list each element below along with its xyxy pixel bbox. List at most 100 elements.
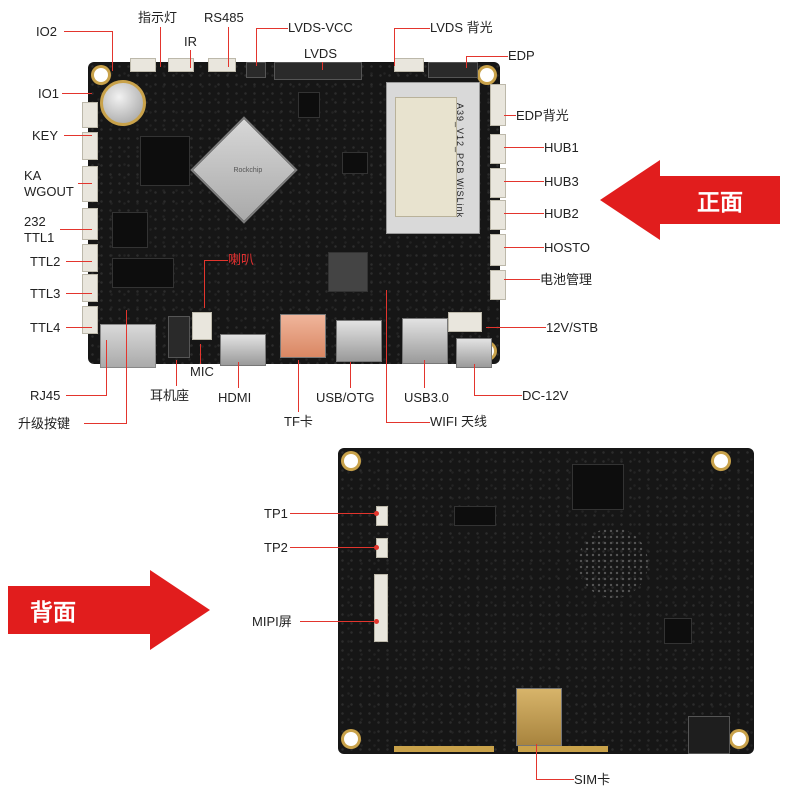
stb-connector: [448, 312, 482, 332]
leader-line: [474, 395, 522, 396]
leader-line: [190, 50, 191, 68]
leader-line: [290, 547, 376, 548]
edge-contacts: [518, 746, 608, 752]
leader-line: [78, 183, 92, 184]
bga-area: [578, 528, 648, 598]
label-lvds-backlight: LVDS 背光: [430, 20, 493, 35]
leader-dot: [374, 511, 379, 516]
leader-line: [322, 62, 323, 70]
key-connector: [82, 132, 98, 160]
ic-chip: [112, 212, 148, 248]
label-rj45: RJ45: [30, 388, 61, 403]
ic-chip: [328, 252, 368, 292]
leader-line: [66, 293, 92, 294]
label-mipi: MIPI屏: [252, 614, 292, 629]
leader-line: [466, 56, 508, 57]
edge-contacts: [394, 746, 494, 752]
leader-line: [256, 28, 257, 66]
usb3-port: [402, 318, 448, 364]
front-arrow-head: [600, 160, 660, 240]
wifi-brand-text: WiSLink: [455, 178, 465, 219]
leader-line: [256, 28, 288, 29]
leader-line: [466, 56, 467, 68]
back-banner-text: 背面: [30, 599, 76, 625]
ka-wgout-connector: [82, 166, 98, 202]
leader-line: [112, 31, 113, 71]
leader-line: [238, 362, 239, 388]
label-edp: EDP: [508, 48, 535, 63]
label-wgout: WGOUT: [24, 184, 74, 199]
label-key: KEY: [32, 128, 59, 143]
label-ir: IR: [184, 34, 197, 49]
leader-line: [298, 360, 299, 412]
leader-dot: [374, 619, 379, 624]
ic-chip: [454, 506, 496, 526]
leader-line: [66, 261, 92, 262]
leader-line: [66, 395, 106, 396]
leader-line: [424, 360, 425, 388]
wifi-module-shield: [395, 97, 457, 217]
leader-line: [474, 364, 475, 396]
port-block: [688, 716, 730, 754]
leader-line: [504, 115, 516, 116]
ttl3-connector: [82, 274, 98, 302]
edp-backlight-connector: [490, 84, 506, 126]
back-banner: 背面: [8, 586, 150, 634]
ir-connector: [168, 58, 194, 72]
mipi-connector: [374, 574, 388, 642]
front-board: Rockchip A39_V12_PCB WiSLink: [82, 58, 506, 368]
leader-line: [204, 260, 228, 261]
leader-line: [60, 229, 92, 230]
leader-line: [504, 279, 540, 280]
hub2-connector: [490, 200, 506, 230]
dc-jack: [456, 338, 492, 368]
leader-line: [394, 28, 395, 66]
label-12v-stb: 12V/STB: [546, 320, 599, 335]
label-sim: SIM卡: [574, 772, 611, 787]
leader-line: [228, 27, 229, 67]
leader-line: [504, 147, 544, 148]
coin-battery: [100, 80, 146, 126]
rj45-port: [100, 324, 156, 368]
leader-line: [386, 422, 430, 423]
leader-line: [106, 340, 107, 396]
label-hdmi: HDMI: [218, 390, 252, 405]
tp1-connector: [376, 506, 388, 526]
mount-hole: [732, 732, 746, 746]
leader-line: [504, 181, 544, 182]
label-rs485: RS485: [204, 10, 244, 25]
ttl2-connector: [82, 244, 98, 272]
back-board: [338, 448, 754, 754]
lvds-header: [274, 62, 362, 80]
leader-line: [486, 327, 546, 328]
mount-hole: [344, 454, 358, 468]
label-dc12v: DC-12V: [522, 388, 569, 403]
headphone-jack: [168, 316, 190, 358]
hub3-connector: [490, 168, 506, 198]
ic-chip: [298, 92, 320, 118]
ttl1-connector: [82, 208, 98, 240]
leader-line: [300, 621, 376, 622]
leader-line: [64, 135, 92, 136]
label-usb-otg: USB/OTG: [316, 390, 375, 405]
label-tp2: TP2: [264, 540, 288, 555]
wifi-module: A39_V12_PCB WiSLink: [386, 82, 480, 234]
label-lvds: LVDS: [304, 46, 337, 61]
leader-line: [66, 327, 92, 328]
front-banner: 正面: [660, 176, 780, 224]
label-ttl3: TTL3: [30, 286, 61, 301]
leader-line: [536, 744, 537, 780]
label-indicator-light: 指示灯: [138, 10, 178, 25]
label-upgrade-key: 升级按键: [18, 416, 71, 431]
label-mic: MIC: [190, 364, 214, 379]
ttl4-connector: [82, 306, 98, 334]
lvds-backlight-connector: [394, 58, 424, 72]
label-headphone: 耳机座: [150, 388, 190, 403]
label-usb3: USB3.0: [404, 390, 449, 405]
label-hosto: HOSTO: [544, 240, 590, 255]
hosto-connector: [490, 234, 506, 266]
ic-chip: [572, 464, 624, 510]
usb-otg-port: [336, 320, 382, 362]
mount-hole: [714, 454, 728, 468]
